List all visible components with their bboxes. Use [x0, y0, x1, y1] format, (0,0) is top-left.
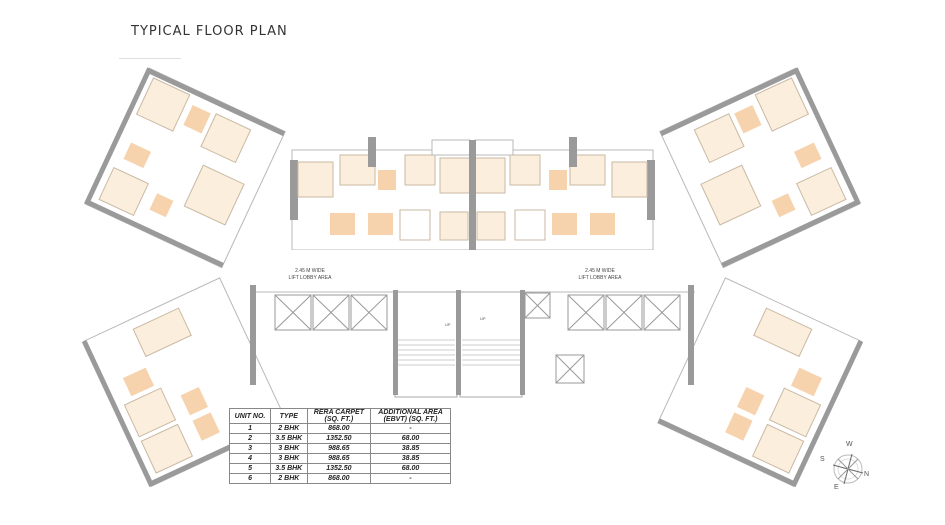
unit-left-upper — [83, 67, 286, 269]
svg-text:LIFT LOBBY AREA: LIFT LOBBY AREA — [579, 275, 623, 281]
page-title: TYPICAL FLOOR PLAN — [131, 24, 288, 39]
title-divider — [119, 58, 181, 59]
col-type: TYPE — [270, 408, 308, 424]
lifts-right — [567, 294, 681, 331]
col-rera-carpet: RERA CARPET(SQ. FT.) — [306, 408, 372, 424]
compass-n-label: N — [864, 471, 870, 478]
unit-right-upper — [659, 67, 862, 269]
unit-area-table: UNIT NO. TYPE RERA CARPET(SQ. FT.) ADDIT… — [228, 408, 451, 484]
compass-icon — [832, 453, 864, 485]
unit-center-right — [472, 137, 655, 251]
svg-text:2.45 M WIDE: 2.45 M WIDE — [585, 268, 615, 274]
svg-text:2.45 M WIDE: 2.45 M WIDE — [295, 268, 325, 274]
compass-s-label: S — [820, 456, 825, 463]
table-header-row: UNIT NO. TYPE RERA CARPET(SQ. FT.) ADDIT… — [228, 408, 451, 424]
svg-text:LIFT LOBBY AREA: LIFT LOBBY AREA — [289, 275, 333, 281]
staircases: UP UP — [393, 290, 525, 398]
service-lift — [524, 292, 585, 384]
lifts-left — [274, 294, 388, 331]
unit-center-left — [290, 137, 473, 251]
lift-lobby: 2.45 M WIDE LIFT LOBBY AREA 2.45 M WIDE … — [250, 250, 695, 295]
svg-text:UP: UP — [445, 322, 451, 327]
compass-rose: W S N E — [820, 441, 874, 493]
col-additional-area: ADDITIONAL AREA(EBVT) (SQ. FT.) — [370, 408, 451, 424]
unit-right-lower — [657, 277, 864, 488]
compass-w-label: W — [846, 441, 853, 448]
svg-text:UP: UP — [480, 316, 486, 321]
compass-e-label: E — [834, 484, 839, 491]
col-unit-no: UNIT NO. — [228, 408, 272, 424]
